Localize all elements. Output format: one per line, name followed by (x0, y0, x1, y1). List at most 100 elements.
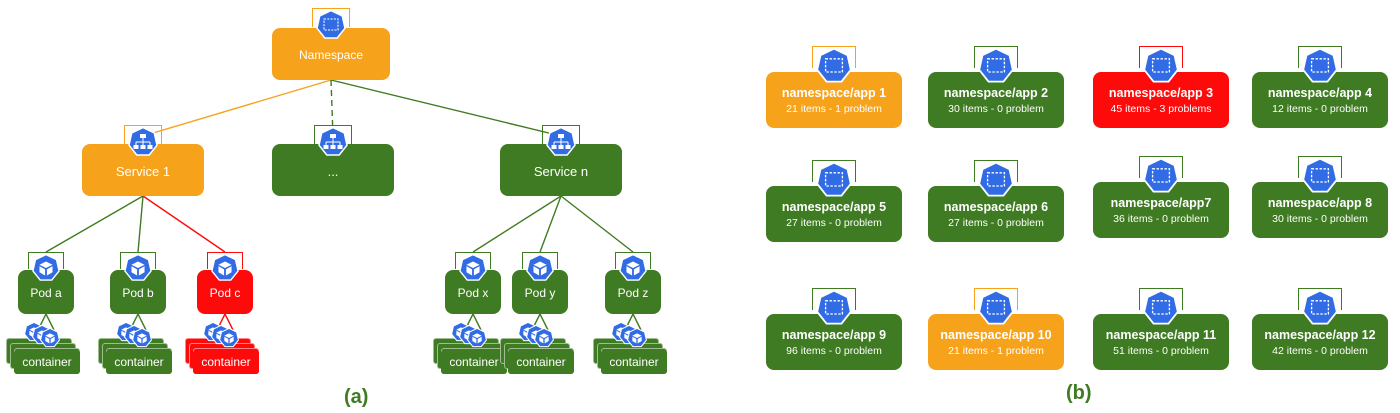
app-summary: 36 items - 0 problem (1113, 213, 1209, 225)
app-icon-frame (812, 46, 856, 69)
service-label: Service 1 (115, 164, 171, 179)
app-icon-frame (812, 288, 856, 311)
app-summary: 42 items - 0 problem (1272, 345, 1368, 357)
app-title: namespace/app 4 (1267, 86, 1373, 100)
service-pod-edge (560, 195, 634, 253)
container-label: container (609, 355, 659, 369)
pod-icon-frame (207, 252, 243, 270)
service-pod-edge (472, 195, 562, 253)
caption-a: (a) (344, 386, 369, 408)
namespace-icon (978, 47, 1014, 89)
service-pod-edge (539, 195, 562, 253)
app-summary: 27 items - 0 problem (786, 217, 882, 229)
pod-icon-frame (455, 252, 491, 270)
container-node: container (193, 350, 259, 374)
namespace-service-edge (142, 79, 332, 137)
container-node: container (106, 350, 172, 374)
app-node: namespace/app 6 27 items - 0 problem (928, 186, 1064, 242)
app-icon-frame (974, 46, 1018, 69)
pod-label: Pod b (122, 286, 154, 300)
app-icon-frame (1139, 288, 1183, 311)
app-title: namespace/app 2 (943, 86, 1049, 100)
service-icon-frame (124, 125, 162, 144)
pod-label: Pod x (457, 286, 489, 300)
pod-container-edge (137, 313, 147, 331)
pod-icon (32, 253, 60, 287)
pod-icon-frame (522, 252, 558, 270)
container-icon (467, 327, 487, 353)
app-summary: 45 items - 3 problems (1110, 103, 1212, 115)
container-node: container (14, 350, 80, 374)
service-icon (318, 126, 348, 162)
pod-icon (526, 253, 554, 287)
container-label: container (114, 355, 164, 369)
service-icon-frame (314, 125, 352, 144)
app-title: namespace/app 5 (781, 200, 887, 214)
namespace-label: Namespace (298, 48, 364, 62)
app-title: namespace/app7 (1110, 196, 1212, 210)
service-pod-edge (45, 195, 144, 253)
pod-node: Pod y (512, 270, 568, 314)
app-summary: 27 items - 0 problem (948, 217, 1044, 229)
container-node: container (601, 350, 667, 374)
namespace-icon (1143, 157, 1179, 199)
container-label: container (449, 355, 499, 369)
service-icon-frame (542, 125, 580, 144)
service-pod-edge (142, 195, 226, 253)
app-icon-frame (812, 160, 856, 183)
namespace-icon-frame (312, 8, 350, 27)
namespace-icon (1143, 289, 1179, 331)
pod-node: Pod z (605, 270, 661, 314)
app-title: namespace/app 6 (943, 200, 1049, 214)
namespace-icon (816, 161, 852, 203)
app-node: namespace/app 3 45 items - 3 problems (1093, 72, 1229, 128)
app-title: namespace/app 10 (940, 328, 1052, 342)
container-icon (40, 327, 60, 353)
container-icon (534, 327, 554, 353)
pod-label: Pod y (524, 286, 556, 300)
app-title: namespace/app 8 (1267, 196, 1373, 210)
app-summary: 96 items - 0 problem (786, 345, 882, 357)
app-summary: 12 items - 0 problem (1272, 103, 1368, 115)
namespace-icon (316, 9, 346, 45)
app-title: namespace/app 12 (1264, 328, 1376, 342)
pod-container-edge (539, 313, 549, 331)
pod-container-edge (45, 313, 55, 331)
app-icon-frame (974, 160, 1018, 183)
pod-icon (459, 253, 487, 287)
pod-icon-frame (120, 252, 156, 270)
app-icon-frame (1298, 288, 1342, 311)
container-label: container (516, 355, 566, 369)
app-title: namespace/app 1 (781, 86, 887, 100)
app-summary: 30 items - 0 problem (1272, 213, 1368, 225)
service-icon (128, 126, 158, 162)
pod-label: Pod a (30, 286, 62, 300)
app-title: namespace/app 3 (1108, 86, 1214, 100)
container-icon (627, 327, 647, 353)
pod-container-edge (632, 313, 642, 331)
container-label: container (201, 355, 251, 369)
service-label: ... (327, 164, 339, 179)
app-icon-frame (1298, 46, 1342, 69)
container-node: container (441, 350, 507, 374)
container-icon (219, 327, 239, 353)
app-summary: 21 items - 1 problem (786, 103, 882, 115)
pod-container-edge (472, 313, 482, 331)
container-label: container (22, 355, 72, 369)
app-summary: 51 items - 0 problem (1113, 345, 1209, 357)
container-icon (132, 327, 152, 353)
service-pod-edge (137, 195, 144, 253)
service-label: Service n (533, 164, 589, 179)
caption-b: (b) (1066, 382, 1092, 404)
service-icon (546, 126, 576, 162)
pod-container-edge (224, 313, 234, 331)
namespace-icon (1302, 289, 1338, 331)
pod-icon (124, 253, 152, 287)
pod-icon (619, 253, 647, 287)
app-summary: 30 items - 0 problem (948, 103, 1044, 115)
